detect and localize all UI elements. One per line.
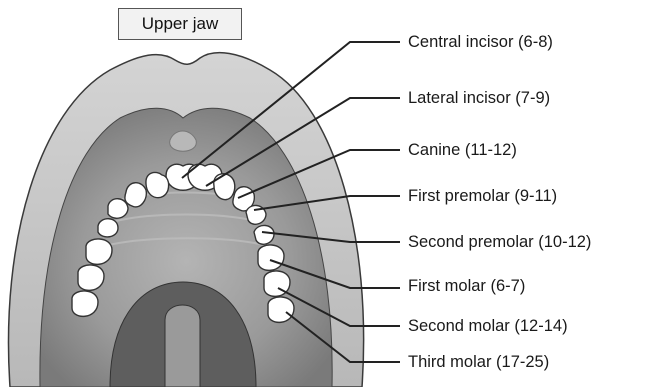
uvula — [165, 305, 200, 387]
diagram-title: Upper jaw — [118, 8, 242, 40]
label-second-premolar: Second premolar (10-12) — [408, 232, 591, 252]
label-lateral-incisor: Lateral incisor (7-9) — [408, 88, 550, 108]
label-first-molar: First molar (6-7) — [408, 276, 525, 296]
label-first-premolar: First premolar (9-11) — [408, 186, 557, 206]
label-central-incisor: Central incisor (6-8) — [408, 32, 553, 52]
label-third-molar: Third molar (17-25) — [408, 352, 549, 372]
label-second-molar: Second molar (12-14) — [408, 316, 568, 336]
label-canine: Canine (11-12) — [408, 140, 517, 160]
